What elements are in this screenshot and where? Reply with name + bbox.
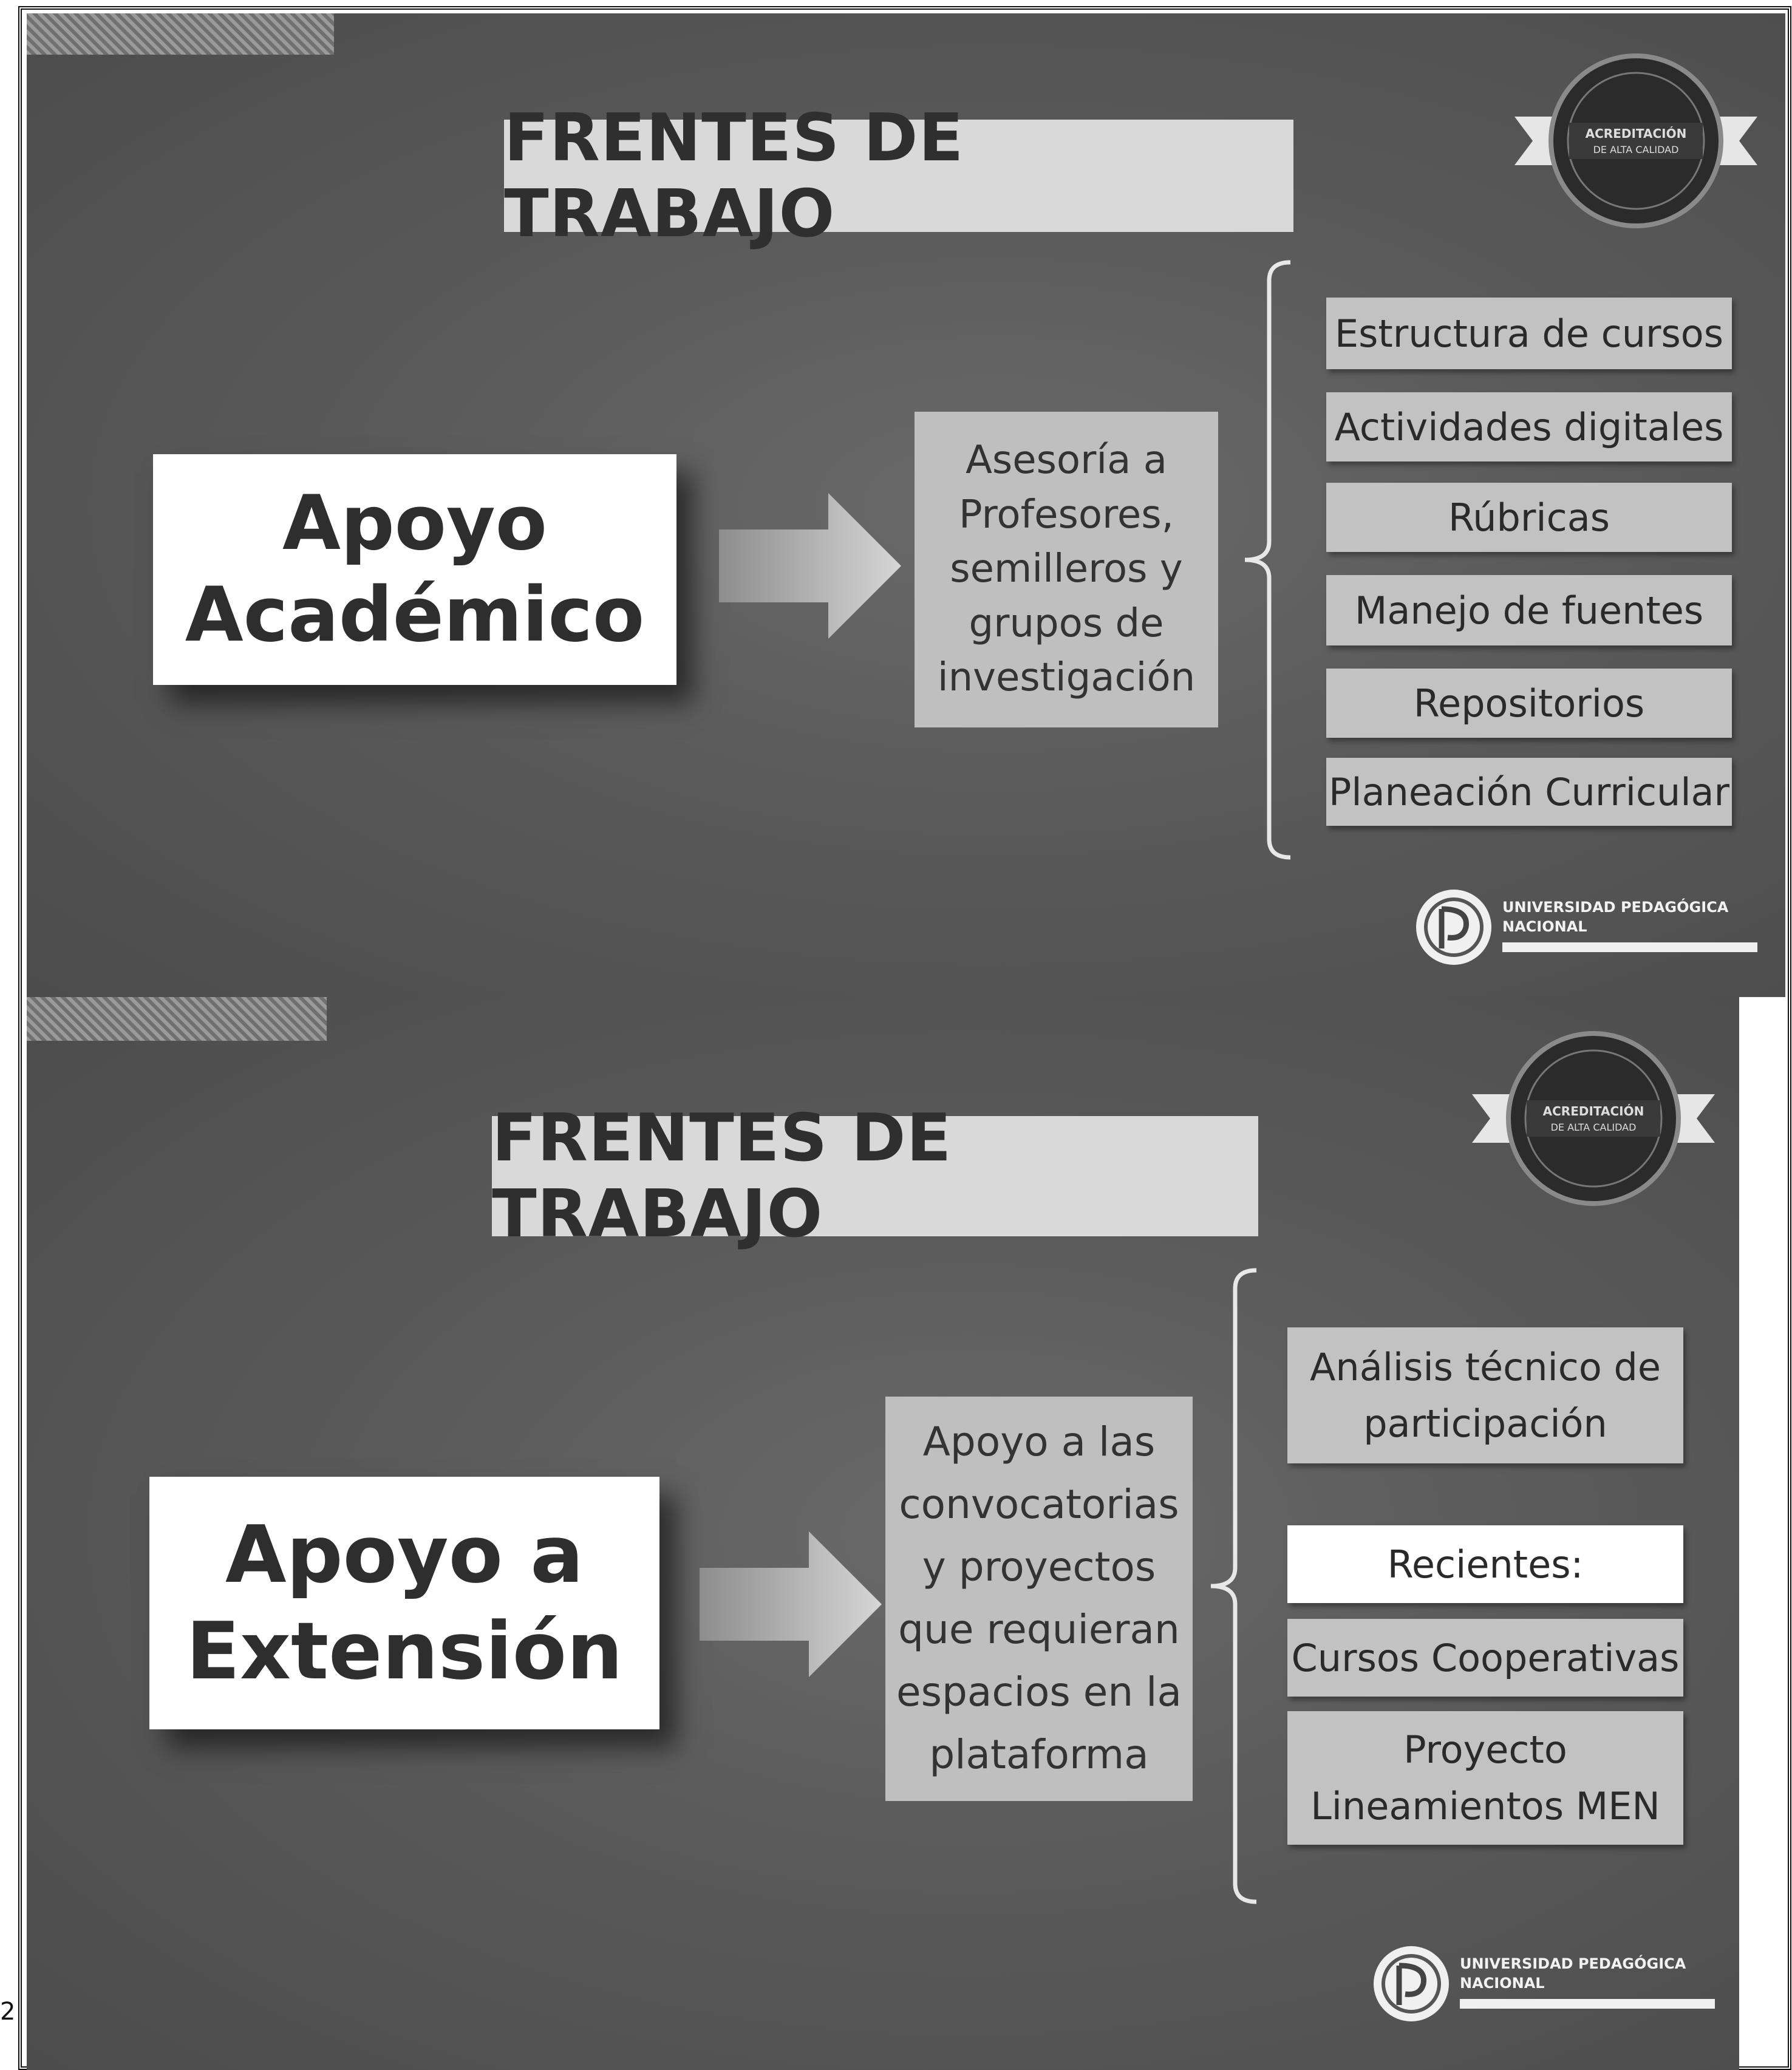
list-item-highlight: Recientes:	[1287, 1525, 1683, 1603]
seal-line1: ACREDITACIÓN	[1543, 1104, 1644, 1118]
seal-line2: DE ALTA CALIDAD	[1593, 144, 1679, 155]
page-title: FRENTES DE TRABAJO	[504, 100, 1293, 252]
right-arrow-icon	[700, 1531, 882, 1677]
accreditation-seal-icon: ACREDITACIÓN DE ALTA CALIDAD	[1472, 1031, 1715, 1206]
slide-apoyo-extension: ACREDITACIÓN DE ALTA CALIDAD FRENTES DE …	[27, 997, 1739, 2070]
list-item: Manejo de fuentes	[1326, 575, 1732, 645]
middle-description-box: Apoyo a las convocatorias y proyectos qu…	[885, 1397, 1193, 1801]
logo-line2: NACIONAL	[1460, 1975, 1545, 1992]
logo-line2: NACIONAL	[1502, 918, 1587, 935]
slide-apoyo-academico: ACREDITACIÓN DE ALTA CALIDAD FRENTES DE …	[27, 13, 1785, 997]
logo-line1: UNIVERSIDAD PEDAGÓGICA	[1502, 897, 1729, 916]
list-item: Repositorios	[1326, 669, 1732, 738]
main-topic-line1: Apoyo a	[225, 1508, 584, 1601]
curly-brace	[1210, 1268, 1257, 1904]
main-topic-box: Apoyo Académico	[153, 454, 676, 685]
logo-line1: UNIVERSIDAD PEDAGÓGICA	[1460, 1954, 1686, 1972]
list-item: Rúbricas	[1326, 483, 1732, 552]
list-item: Análisis técnico de participación	[1287, 1327, 1683, 1463]
main-topic-line2: Extensión	[186, 1605, 623, 1697]
list-item: Planeación Curricular	[1326, 758, 1732, 826]
main-topic-box: Apoyo a Extensión	[149, 1477, 659, 1729]
curly-brace	[1244, 260, 1291, 860]
hatch-decoration	[27, 13, 334, 55]
list-item: Actividades digitales	[1326, 392, 1732, 461]
list-item: Estructura de cursos	[1326, 298, 1732, 369]
page-number: 2	[0, 1998, 16, 2026]
university-logo-icon: UNIVERSIDAD PEDAGÓGICA NACIONAL	[1416, 890, 1757, 965]
hatch-decoration	[27, 997, 327, 1041]
right-arrow-icon	[719, 493, 901, 639]
seal-line2: DE ALTA CALIDAD	[1551, 1122, 1637, 1133]
accreditation-seal-icon: ACREDITACIÓN DE ALTA CALIDAD	[1514, 53, 1757, 228]
seal-line1: ACREDITACIÓN	[1586, 126, 1687, 141]
main-topic-line2: Académico	[185, 571, 645, 659]
university-logo-icon: UNIVERSIDAD PEDAGÓGICA NACIONAL	[1374, 1946, 1715, 2021]
middle-description-box: Asesoría a Profesores, semilleros y grup…	[915, 412, 1218, 727]
page-title: FRENTES DE TRABAJO	[492, 1100, 1258, 1252]
list-item: Proyecto Lineamientos MEN	[1287, 1711, 1683, 1845]
list-item: Cursos Cooperativas	[1287, 1619, 1683, 1697]
main-topic-line1: Apoyo	[282, 479, 547, 567]
